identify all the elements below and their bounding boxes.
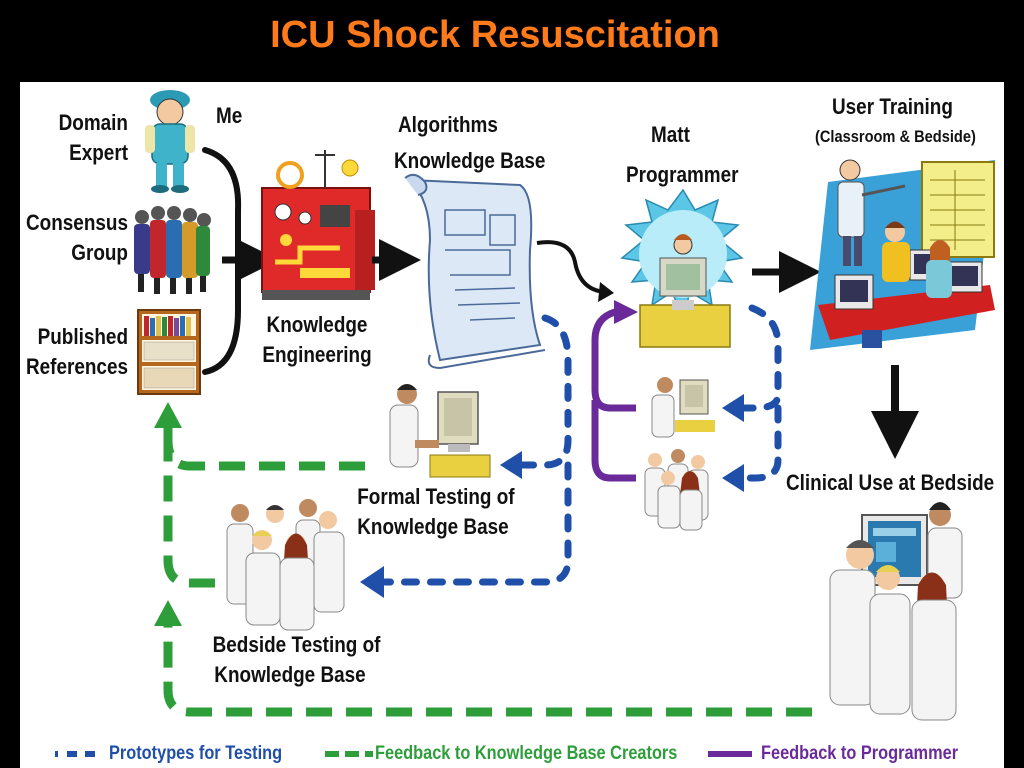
label-knowledge-engineering: Knowledge Engineering bbox=[261, 310, 373, 370]
label-me: Me bbox=[216, 103, 243, 128]
label-line: Expert bbox=[69, 140, 128, 165]
clinical-team-icon bbox=[829, 502, 963, 721]
bedside-testing-team-icon bbox=[226, 499, 345, 631]
label-line: Formal Testing of bbox=[357, 484, 515, 509]
label-programmer: Programmer bbox=[626, 162, 739, 187]
input-bracket bbox=[202, 147, 242, 375]
label-line: Bedside Testing of bbox=[212, 632, 381, 657]
feedback-to-kb-creators-flow bbox=[163, 425, 812, 717]
label-bedside-testing: Bedside Testing of Knowledge Base bbox=[212, 630, 381, 690]
label-line: Domain bbox=[58, 110, 128, 135]
programmer-testing-team-icon bbox=[644, 449, 709, 531]
label-published-references: Published References bbox=[25, 322, 128, 382]
label-line: Group bbox=[71, 240, 128, 265]
legend-swatch-feedback-kb bbox=[325, 751, 373, 757]
consensus-group-figure bbox=[134, 206, 211, 294]
legend-swatches bbox=[55, 751, 752, 757]
label-clinical-use: Clinical Use at Bedside bbox=[786, 470, 995, 495]
programmer-computer-icon bbox=[620, 188, 744, 348]
label-line: Engineering bbox=[262, 342, 372, 367]
legend-label-feedback-kb: Feedback to Knowledge Base Creators bbox=[375, 743, 678, 764]
label-line: Published bbox=[37, 324, 128, 349]
legend-label-prototypes: Prototypes for Testing bbox=[109, 743, 283, 764]
legend-swatch-prototypes bbox=[55, 751, 95, 757]
label-line: References bbox=[25, 354, 129, 379]
label-domain-expert: Domain Expert bbox=[42, 108, 128, 168]
label-formal-testing: Formal Testing of Knowledge Base bbox=[357, 482, 515, 542]
label-user-training-sub: (Classroom & Bedside) bbox=[815, 127, 976, 146]
formal-testing-computer-icon bbox=[389, 384, 491, 478]
domain-expert-figure bbox=[145, 90, 195, 193]
legend: Prototypes for Testing Feedback to Knowl… bbox=[55, 740, 1015, 768]
knowledge-machine-icon bbox=[261, 150, 375, 300]
scroll-icon bbox=[404, 173, 546, 370]
label-knowledge-base: Knowledge Base bbox=[394, 148, 546, 173]
feedback-to-programmer-flow bbox=[591, 300, 638, 482]
label-user-training: User Training bbox=[832, 94, 953, 119]
bookshelf-icon bbox=[137, 309, 201, 395]
prototypes-for-testing-flow bbox=[381, 304, 782, 586]
label-algorithms: Algorithms bbox=[398, 112, 498, 137]
page-title: ICU Shock Resuscitation bbox=[270, 14, 720, 56]
label-line: Consensus bbox=[26, 210, 129, 235]
label-line: Knowledge Base bbox=[214, 662, 366, 687]
label-consensus-group: Consensus Group bbox=[25, 208, 128, 268]
classroom-icon bbox=[810, 159, 995, 350]
programmer-tester-icon bbox=[651, 377, 715, 438]
legend-label-feedback-programmer: Feedback to Programmer bbox=[761, 743, 959, 764]
legend-swatch-feedback-programmer bbox=[708, 751, 752, 757]
curved-arrow-to-programmer bbox=[536, 240, 606, 294]
label-line: Knowledge Base bbox=[357, 514, 509, 539]
label-line: Knowledge bbox=[266, 312, 368, 337]
label-matt: Matt bbox=[651, 122, 690, 147]
